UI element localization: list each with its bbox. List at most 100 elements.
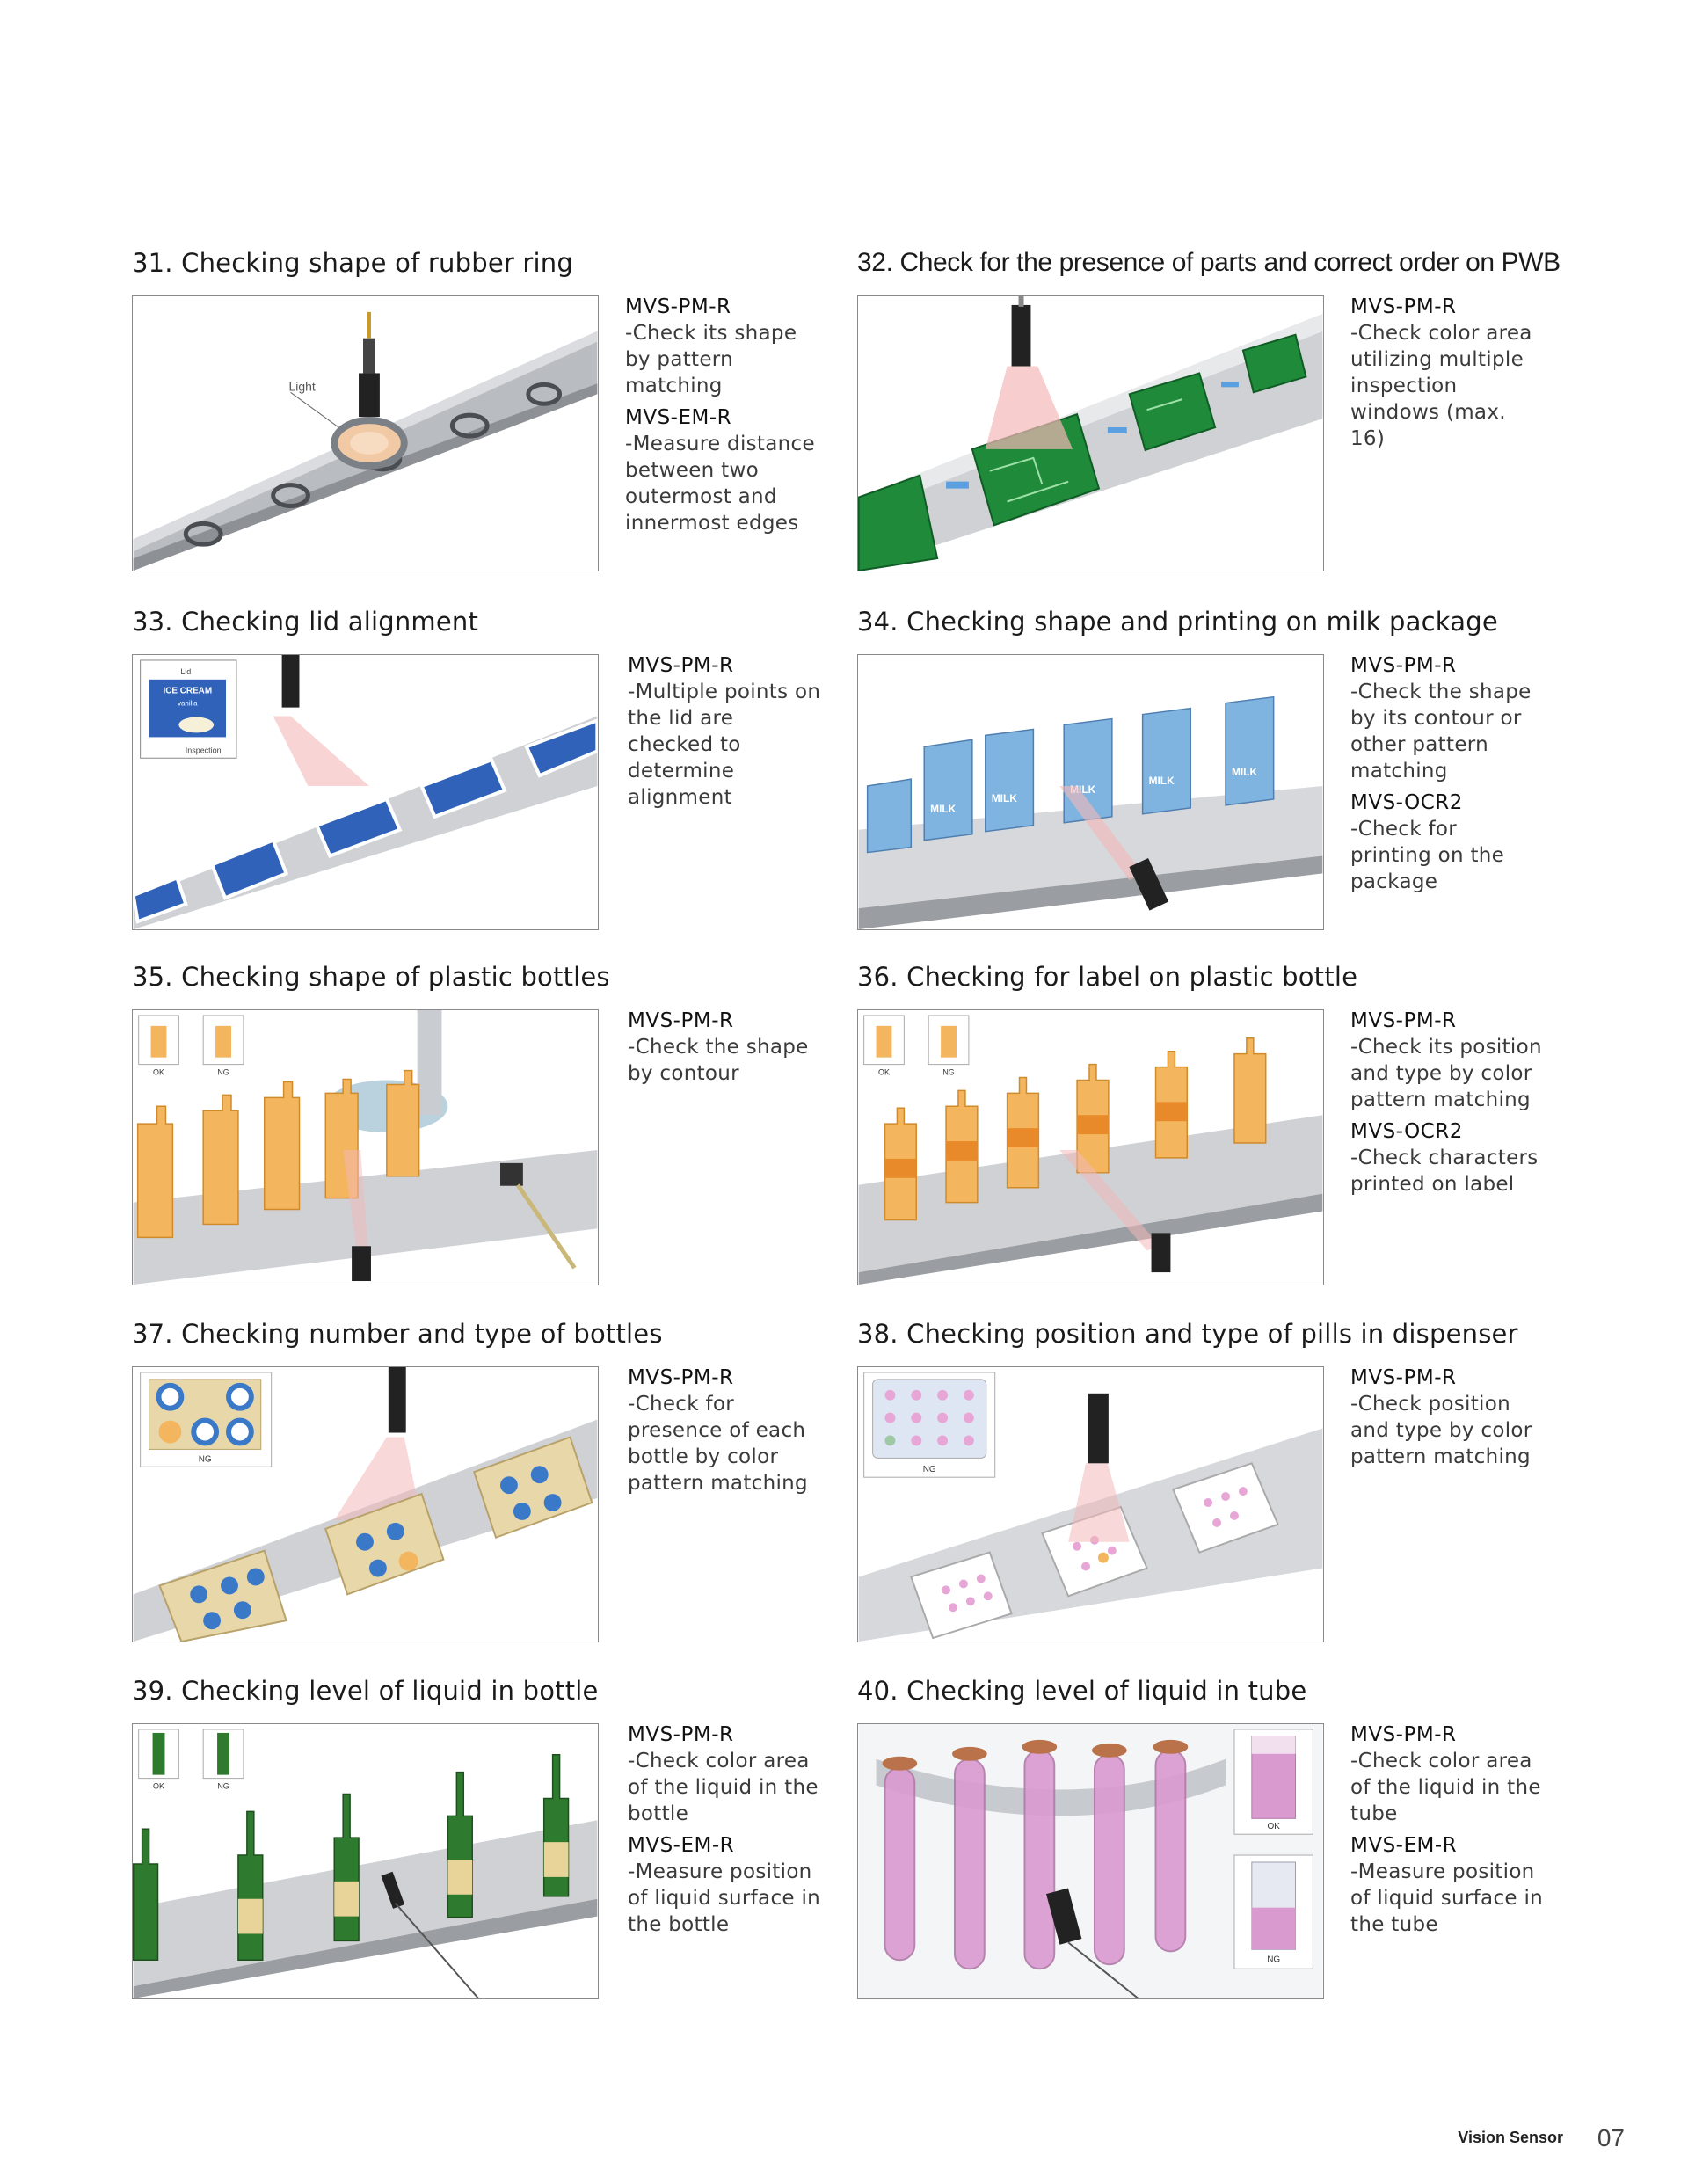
bottle-crate-icon (158, 1549, 287, 1642)
illustration-milk-package: MILK MILK MILK MILK MILK (857, 654, 1324, 930)
model-name: MVS-PM-R (628, 654, 734, 677)
camera-icon (1129, 857, 1169, 911)
tube-rack-svg: OK NG (858, 1724, 1323, 1998)
milk-label: MILK (1149, 775, 1175, 787)
wine-bottle-icon (237, 1810, 264, 1962)
camera-icon (352, 1246, 371, 1282)
ng-label: NG (923, 1465, 936, 1474)
description-37: MVS-PM-R -Check for presence of each bot… (628, 1365, 821, 1502)
model-note: -Check color area utilizing multiple ins… (1350, 322, 1532, 450)
milk-label: MILK (930, 803, 956, 815)
description-35: MVS-PM-R -Check the shape by contour (628, 1008, 821, 1092)
conveyor-plastic-bottles-svg: OK NG (133, 1010, 598, 1285)
description-32: MVS-PM-R -Check color area utilizing mul… (1350, 294, 1544, 457)
model-name: MVS-PM-R (1350, 1723, 1457, 1746)
camera-icon (388, 1367, 406, 1433)
model-name: MVS-PM-R (1350, 295, 1457, 318)
inset-ok-ng: OK NG (138, 1015, 244, 1077)
camera-icon (281, 655, 300, 708)
model-name: MVS-PM-R (1350, 1366, 1457, 1389)
ok-label: OK (153, 1068, 164, 1077)
conveyor-lids-svg: Lid ICE CREAM vanilla Inspection (133, 655, 598, 929)
model-note: -Multiple points on the lid are checked … (628, 681, 821, 809)
description-36: MVS-PM-R -Check its position and type by… (1350, 1008, 1544, 1203)
model-name: MVS-EM-R (1350, 1834, 1458, 1857)
section-title: 40. Checking level of liquid in tube (857, 1676, 1307, 1706)
camera-icon (381, 1871, 405, 1909)
illustration-bottle-label: OK NG (857, 1009, 1324, 1285)
model-note: -Check the shape by its contour or other… (1350, 681, 1532, 783)
model-name: MVS-PM-R (628, 1009, 734, 1032)
conveyor-pwb-svg (858, 296, 1323, 571)
ok-label: OK (153, 1782, 164, 1791)
section-title: 35. Checking shape of plastic bottles (132, 962, 610, 992)
milk-label: MILK (1232, 766, 1257, 778)
model-note: -Check its position and type by color pa… (1350, 1036, 1542, 1111)
camera-icon (1088, 1393, 1109, 1464)
description-31: MVS-PM-R -Check its shape by pattern mat… (625, 294, 819, 542)
conveyor-crates-svg: NG (133, 1367, 598, 1642)
ok-label: OK (1267, 1822, 1280, 1831)
model-note: -Check characters printed on label (1350, 1147, 1539, 1196)
milk-label: MILK (992, 792, 1017, 804)
inset-lid-diagram: Lid ICE CREAM vanilla Inspection (140, 659, 237, 759)
conveyor-pills-svg: NG (858, 1372, 1323, 1642)
test-tube-icon (953, 1758, 986, 1970)
section-title: 34. Checking shape and printing on milk … (857, 607, 1498, 637)
model-name: MVS-EM-R (628, 1834, 735, 1857)
ng-label: NG (199, 1454, 212, 1464)
model-note: -Check its shape by pattern matching (625, 322, 797, 397)
model-note: -Measure position of liquid surface in t… (1350, 1860, 1544, 1936)
camera-icon (359, 373, 380, 418)
model-name: MVS-PM-R (1350, 1009, 1457, 1032)
model-note: -Check color area of the liquid in the b… (628, 1750, 819, 1825)
inset-ng-tube: NG (1233, 1854, 1313, 1969)
ok-label: OK (878, 1068, 890, 1077)
description-33: MVS-PM-R -Multiple points on the lid are… (628, 652, 821, 816)
section-title: 33. Checking lid alignment (132, 607, 479, 637)
inset-ok-ng: OK NG (138, 1729, 244, 1791)
section-title: 37. Checking number and type of bottles (132, 1319, 663, 1349)
section-title: 36. Checking for label on plastic bottle (857, 962, 1358, 992)
section-title: 31. Checking shape of rubber ring (132, 248, 573, 278)
illustration-pwb-inspection (857, 295, 1324, 571)
conveyor-milk-svg: MILK MILK MILK MILK MILK (858, 695, 1323, 929)
model-note: -Check the shape by contour (628, 1036, 809, 1085)
model-name: MVS-PM-R (1350, 654, 1457, 677)
model-name: MVS-EM-R (625, 406, 732, 429)
model-note: -Check for presence of each bottle by co… (628, 1393, 808, 1495)
camera-icon (1151, 1233, 1171, 1273)
inset-crate-diagram: NG (140, 1372, 273, 1467)
illustration-lid-alignment: Lid ICE CREAM vanilla Inspection (132, 654, 599, 930)
camera-icon (1011, 304, 1031, 367)
inset-pill-diagram: NG (863, 1372, 996, 1478)
footer-brand: Vision Sensor (1458, 2129, 1563, 2146)
model-note: -Check color area of the liquid in the t… (1350, 1750, 1541, 1825)
model-note: -Check for printing on the package (1350, 818, 1505, 893)
illustration-liquid-tube: OK NG (857, 1723, 1324, 1999)
inspection-label: Inspection (186, 746, 222, 754)
conveyor-label-bottles-svg: OK NG (858, 1015, 1323, 1285)
lid-label: Lid (180, 667, 191, 676)
model-name: MVS-OCR2 (1350, 791, 1463, 814)
plastic-bottle-icon (136, 1105, 174, 1239)
ice-cream-label: ICE CREAM (163, 687, 212, 696)
illustration-plastic-bottles: OK NG (132, 1009, 599, 1285)
model-note: -Check position and type by color patter… (1350, 1393, 1532, 1468)
section-title: 32. Check for the presence of parts and … (857, 248, 1561, 277)
section-title: 38. Checking position and type of pills … (857, 1319, 1518, 1349)
light-label: Light (289, 379, 316, 393)
description-38: MVS-PM-R -Check position and type by col… (1350, 1365, 1544, 1475)
model-name: MVS-PM-R (628, 1366, 734, 1389)
description-34: MVS-PM-R -Check the shape by its contour… (1350, 652, 1544, 900)
illustration-liquid-bottle: OK NG (132, 1723, 599, 1999)
ng-label: NG (217, 1782, 229, 1791)
conveyor-rubber-ring-svg: Light (133, 311, 598, 571)
camera-icon (1046, 1888, 1082, 1945)
inset-ok-tube: OK (1233, 1729, 1313, 1835)
page-number: 07 (1597, 2124, 1625, 2151)
model-note: -Measure distance between two outermost … (625, 433, 815, 535)
inset-ok-ng: OK NG (863, 1015, 970, 1077)
illustration-rubber-ring-inspection: Light (132, 295, 599, 571)
model-name: MVS-PM-R (628, 1723, 734, 1746)
